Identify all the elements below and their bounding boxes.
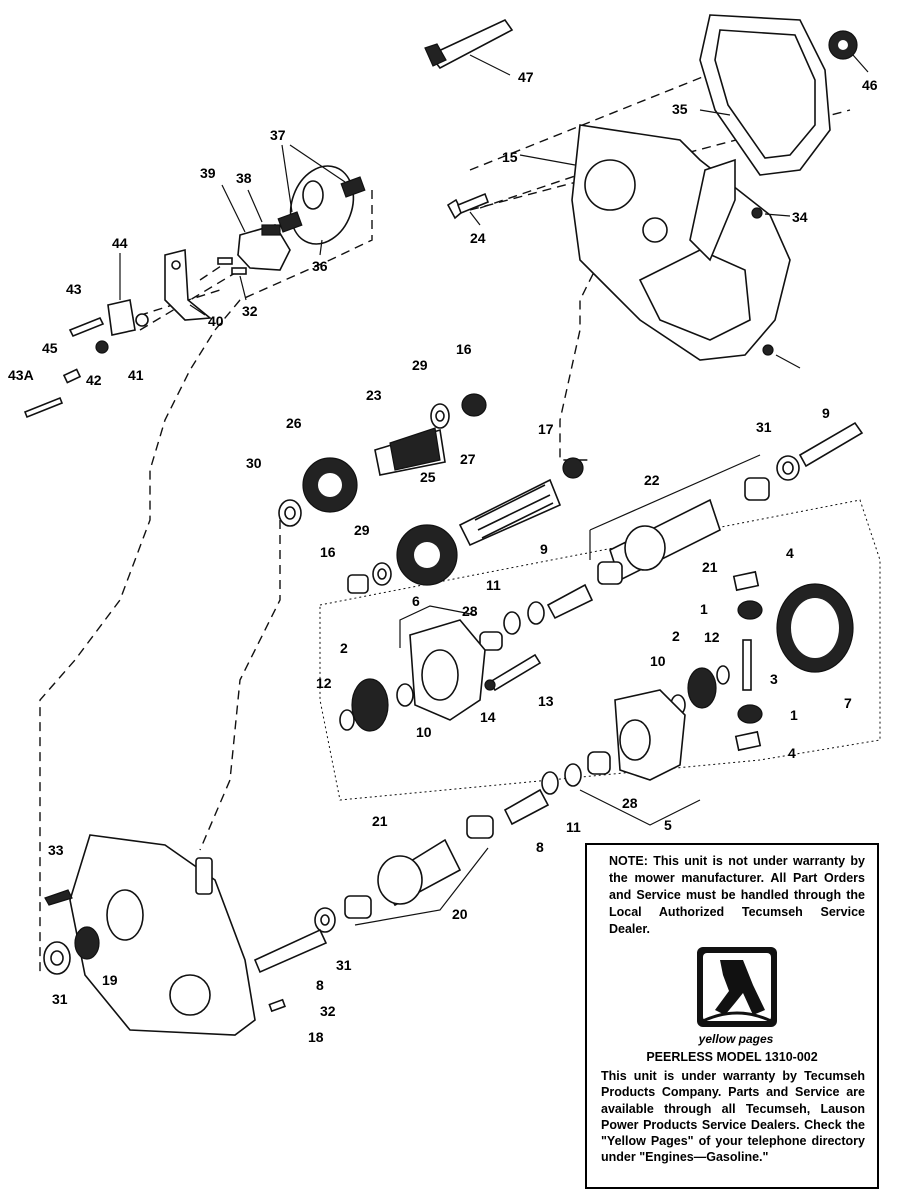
brake-disc (289, 165, 355, 256)
brake-pad-inner (277, 211, 303, 233)
retaining-ring-left (339, 709, 355, 731)
spacer-washers-lower (541, 763, 582, 795)
logo-caption: yellow pages (698, 1032, 774, 1046)
brake-pad-outer (340, 176, 366, 198)
model-title: PEERLESS MODEL 1310-002 (646, 1050, 818, 1064)
axle-shaft-lower (253, 928, 328, 974)
axle-tube-upper (589, 454, 770, 585)
bearing-lower (347, 574, 369, 594)
assembly-guide-bolt (479, 174, 579, 209)
yellow-pages-logo (697, 947, 777, 1027)
pinion-block-lower (734, 730, 762, 752)
spacer (62, 368, 82, 384)
leader-37 (281, 144, 293, 213)
pinion-gear-lower (737, 704, 763, 724)
warranty-warning-text: NOTE: This unit is not under warranty by… (609, 854, 865, 936)
oil-seal-lower-left (43, 941, 71, 975)
hex-bolt (446, 192, 490, 226)
brake-caliper (221, 184, 291, 271)
plug-upper (751, 207, 791, 219)
main-housing-left (69, 834, 256, 1036)
axle-tube-lower (344, 815, 494, 926)
warranty-notice-box: NOTE: This unit is not under warranty by… (585, 843, 879, 1189)
plug-lower (762, 344, 801, 369)
thrust-washer-lower (372, 562, 392, 586)
carrier-bolt (484, 653, 542, 692)
long-bolt (23, 396, 64, 419)
hex-nut (95, 340, 109, 354)
pinion-block-upper (732, 570, 760, 592)
small-spur-gear (828, 30, 869, 73)
dowel-pins (217, 257, 247, 301)
differential-carrier-right (579, 689, 701, 826)
thrust-washer-upper (430, 403, 450, 429)
cross-pin (742, 639, 752, 691)
differential-carrier-left (399, 605, 486, 721)
bushing-upper (479, 631, 503, 651)
differential-boundary (319, 499, 881, 801)
splined-shaft (458, 478, 562, 547)
spacer-washers-upper (503, 601, 545, 635)
assembly-guide-shaft (199, 520, 281, 851)
needle-bearing-upper (461, 393, 487, 417)
assembly-guide-left-housing (39, 190, 373, 975)
spur-gear-large-upper (302, 457, 358, 513)
axle-pin-upper (798, 421, 864, 468)
dowel-pin-lower (268, 998, 286, 1013)
housing-cover (699, 14, 831, 176)
side-bevel-gear-left (351, 678, 389, 732)
sealant-tube (424, 18, 514, 76)
spur-gear-middle (396, 524, 458, 586)
leader-37b (289, 144, 346, 183)
oil-seal-lower-middle (314, 907, 336, 933)
cap-screw (68, 316, 105, 338)
bushing-lower (587, 751, 611, 775)
axle-stub-middle (546, 583, 594, 620)
lever-plate (107, 253, 136, 336)
thrust-washer-carrier-left (396, 683, 414, 707)
needle-bearing-lower (74, 926, 100, 960)
needle-bearing-shaft (562, 457, 584, 479)
axle-stub-lower (503, 788, 550, 826)
ring-gear (776, 583, 854, 673)
side-bevel-gear-right (687, 667, 717, 709)
pinion-shaft (374, 427, 446, 476)
oil-seal-upper (776, 455, 800, 481)
mounting-bracket (164, 248, 213, 321)
thrust-washer-left (278, 499, 302, 527)
pinion-gear-upper (737, 600, 763, 620)
flat-washer (135, 313, 149, 327)
warranty-service-text: This unit is under warranty by Tecumseh … (601, 1069, 865, 1165)
vent-plug (44, 889, 73, 906)
retaining-ring-right (716, 665, 730, 685)
main-housing-right (519, 124, 791, 361)
